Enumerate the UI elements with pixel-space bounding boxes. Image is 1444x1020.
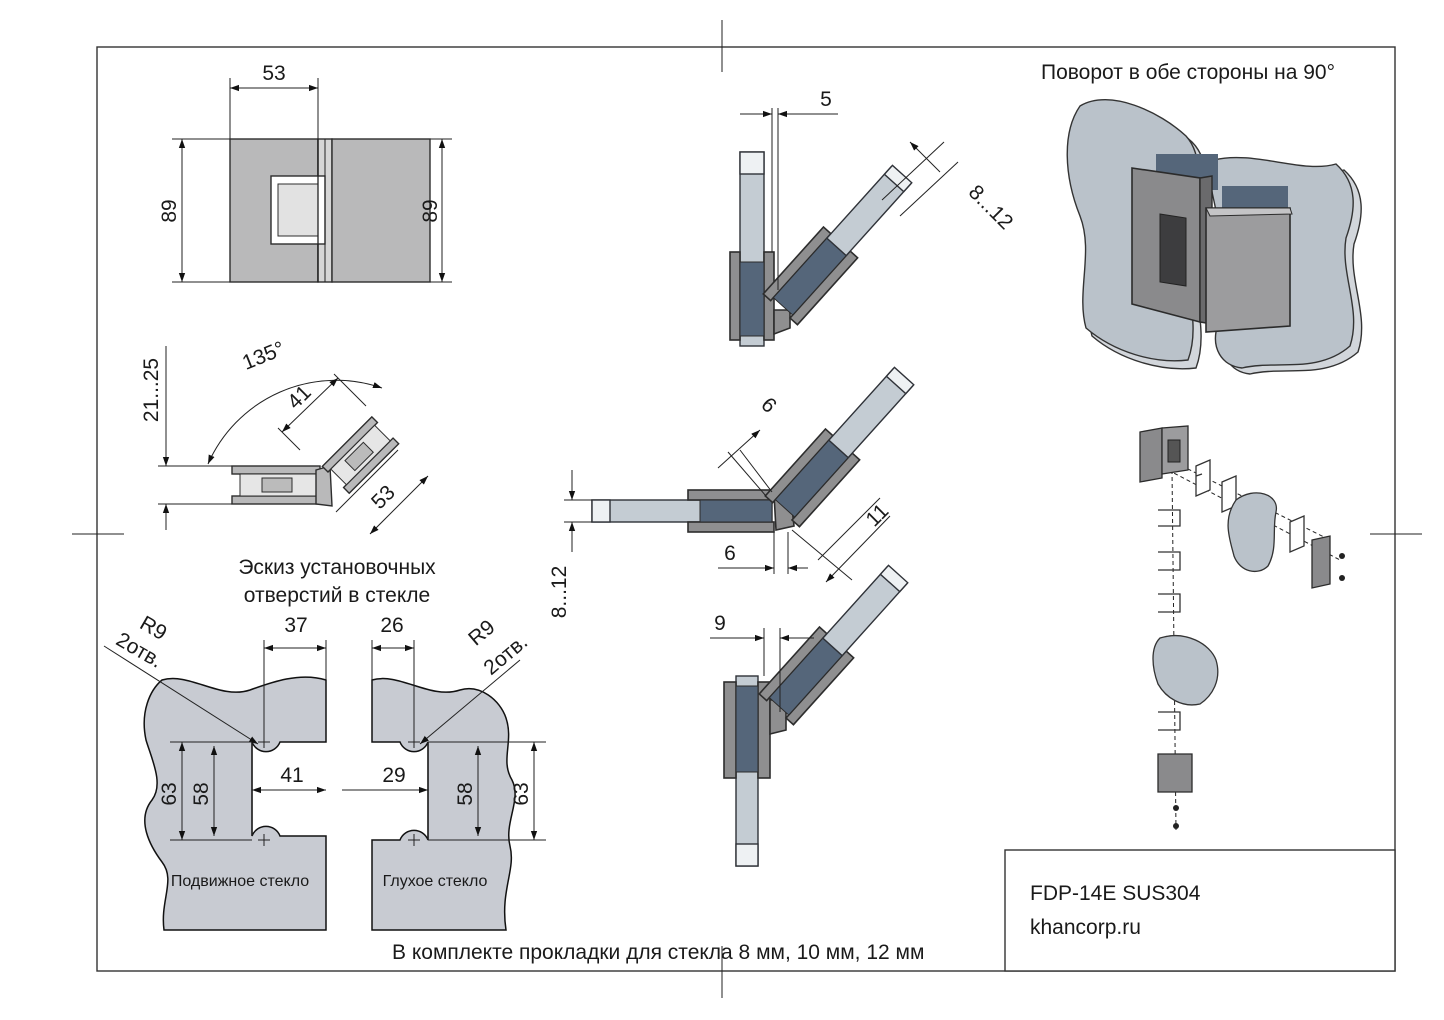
dim-8-12-top: 8...12	[964, 181, 1017, 234]
drawing-frame	[72, 20, 1422, 998]
dimension-hole-37: 37	[263, 614, 327, 736]
fixed-glass-label: Глухое стекло	[383, 873, 488, 890]
dim-26: 26	[380, 614, 403, 637]
dimension-thickness: 21...25	[140, 346, 232, 530]
dim-41-cut: 41	[280, 764, 303, 787]
dim-9: 9	[714, 612, 726, 635]
dim-63-left: 63	[158, 782, 181, 805]
dimension-gap-9: 9	[710, 612, 814, 712]
dimension-glass-8-12-left: 8...12	[548, 470, 592, 618]
dim-29-cut: 29	[382, 764, 405, 787]
r9-right: R9	[464, 616, 499, 651]
dimension-gap-6-bottom: 6	[718, 532, 808, 574]
section-view-middle	[591, 366, 915, 533]
dimension-left-63-58: 63 58	[158, 741, 252, 841]
dimension-hole-26: 26	[371, 614, 415, 736]
dimension-top-width: 53	[229, 62, 319, 139]
dimension-right-58-63: 58 63	[428, 741, 546, 841]
dim-58-right: 58	[454, 782, 477, 805]
dim-135-angle: 135°	[239, 337, 288, 375]
exploded-view	[1139, 425, 1345, 831]
dim-89-right: 89	[419, 199, 442, 222]
title-block: FDP-14E SUS304 khancorp.ru	[1004, 849, 1396, 972]
dim-6-top: 6	[756, 393, 781, 418]
dim-37: 37	[284, 614, 307, 637]
dim-63-right: 63	[510, 782, 533, 805]
hinge-3d-view	[1066, 99, 1363, 375]
dim-8-12-left: 8...12	[548, 566, 571, 619]
section-view-top	[729, 151, 913, 347]
site-name: khancorp.ru	[1030, 916, 1141, 939]
kit-note: В комплекте прокладки для стекла 8 мм, 1…	[392, 941, 924, 964]
dimension-gap-6-top: 6	[717, 393, 781, 497]
rotation-caption: Поворот в обе стороны на 90°	[1041, 61, 1335, 84]
dim-21-25: 21...25	[140, 358, 163, 422]
dimension-cut-29: 29	[342, 764, 428, 794]
sketch-title-line2: отверстий в стекле	[244, 584, 430, 607]
dim-11: 11	[862, 500, 894, 532]
moving-glass-label: Подвижное стекло	[171, 873, 309, 890]
dimension-height-right: 89	[419, 138, 452, 283]
dim-89-left: 89	[158, 199, 181, 222]
sketch-title-line1: Эскиз установочных	[238, 556, 436, 579]
front-view-hinge	[229, 138, 431, 283]
dim-53-top: 53	[262, 62, 285, 85]
dim-6-bottom: 6	[724, 542, 736, 565]
section-view-bottom	[723, 564, 909, 867]
dimension-height-left: 89	[158, 138, 230, 283]
fixed-glass-cutout: Глухое стекло	[371, 677, 516, 931]
dim-41-wing: 41	[283, 381, 316, 414]
moving-glass-cutout: Подвижное стекло	[143, 676, 327, 931]
model-name: FDP-14E SUS304	[1030, 882, 1201, 905]
dim-5: 5	[820, 88, 832, 111]
dimension-cut-41: 41	[252, 764, 326, 794]
dimension-gap-5: 5	[740, 88, 838, 290]
dim-58-left: 58	[190, 782, 213, 805]
